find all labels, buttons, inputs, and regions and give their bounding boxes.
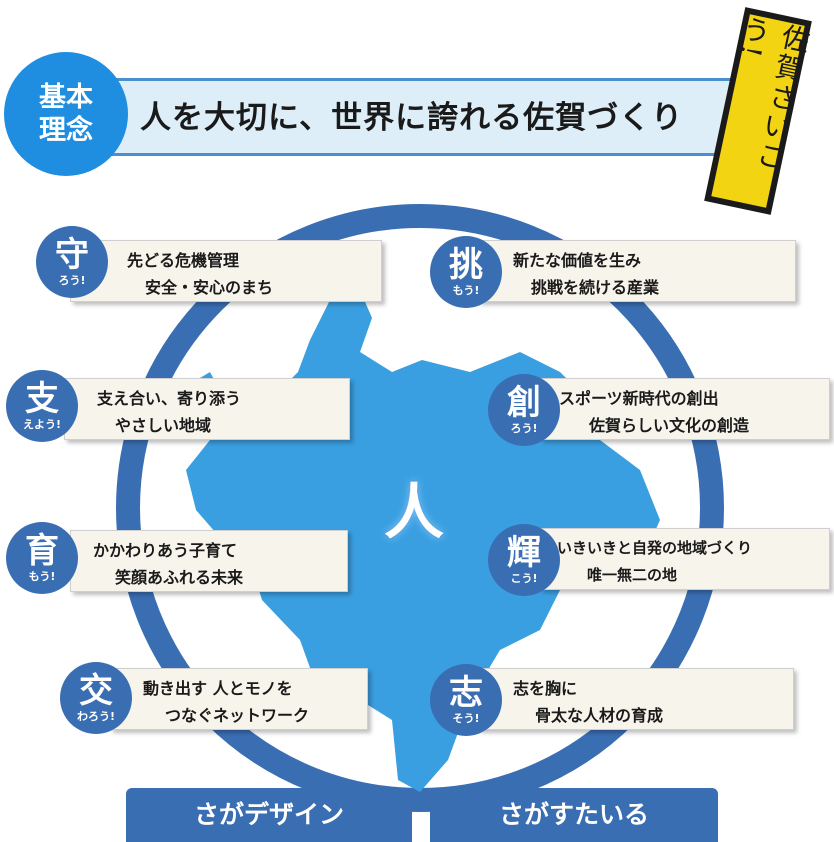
item-box-idomou: 新たな価値を生み 挑戦を続ける産業: [478, 240, 796, 302]
item-box-hagukumou: かかわりあう子育て 笑顔あふれる未来: [70, 530, 348, 592]
item-line-1: かかわりあう子育て: [93, 541, 238, 560]
item-line-2: やさしい地域: [115, 416, 212, 435]
kanji-icon-sasaeyou: 支えよう!: [6, 370, 78, 442]
item-line-2: 佐賀らしい文化の創造: [589, 416, 750, 435]
item-box-kokorozasou: 志を胸に 骨太な人材の育成: [478, 668, 794, 730]
item-box-mamorou: 先どる危機管理 安全・安心のまち: [70, 240, 382, 302]
basic-principle-badge: 基本 理念: [4, 52, 128, 176]
item-box-tsukurou: スポーツ新時代の創出 佐賀らしい文化の創造: [540, 378, 830, 440]
item-line-1: 支え合い、寄り添う: [97, 389, 242, 408]
center-label: 人: [384, 478, 444, 548]
badge-line-1: 基本: [39, 82, 93, 113]
kanji-icon-idomou: 挑もう!: [430, 236, 502, 308]
item-line-2: 安全・安心のまち: [145, 278, 274, 297]
item-line-2: 挑戦を続ける産業: [531, 278, 660, 297]
kanji-icon-hagukumou: 育もう!: [6, 522, 78, 594]
item-line-1: スポーツ新時代の創出: [559, 389, 719, 408]
item-line-2: 笑顔あふれる未来: [115, 568, 244, 587]
item-line-1: いきいきと自発の地域づくり: [557, 539, 753, 557]
page-title: 人を大切に、世界に誇れる佐賀づくり: [140, 100, 684, 136]
item-line-2: 骨太な人材の育成: [535, 706, 664, 725]
kanji-icon-tsukurou: 創ろう!: [488, 374, 560, 446]
item-line-1: 新たな価値を生み: [513, 251, 642, 270]
item-line-1: 動き出す 人とモノを: [143, 679, 293, 698]
item-line-1: 志を胸に: [513, 679, 578, 698]
kanji-icon-mamorou: 守ろう!: [36, 226, 108, 298]
kanji-icon-kokorozasou: 志そう!: [430, 664, 502, 736]
badge-line-2: 理念: [39, 115, 93, 146]
item-box-majiwarou: 動き出す 人とモノを つなぐネットワーク: [110, 668, 368, 730]
item-line-1: 先どる危機管理: [127, 251, 240, 270]
item-box-kagayakou: いきいきと自発の地域づくり 唯一無二の地: [540, 528, 830, 590]
tab-saga-style: さがすたいる: [430, 788, 718, 842]
item-line-2: つなぐネットワーク: [165, 706, 310, 725]
tab-saga-design: さがデザイン: [126, 788, 412, 842]
item-line-2: 唯一無二の地: [587, 566, 678, 584]
header-banner: [96, 78, 734, 156]
kanji-icon-kagayakou: 輝こう!: [488, 524, 560, 596]
kanji-icon-majiwarou: 交わろう!: [60, 662, 132, 734]
outer-ring: [116, 204, 724, 812]
item-box-sasaeyou: 支え合い、寄り添う やさしい地域: [64, 378, 350, 440]
